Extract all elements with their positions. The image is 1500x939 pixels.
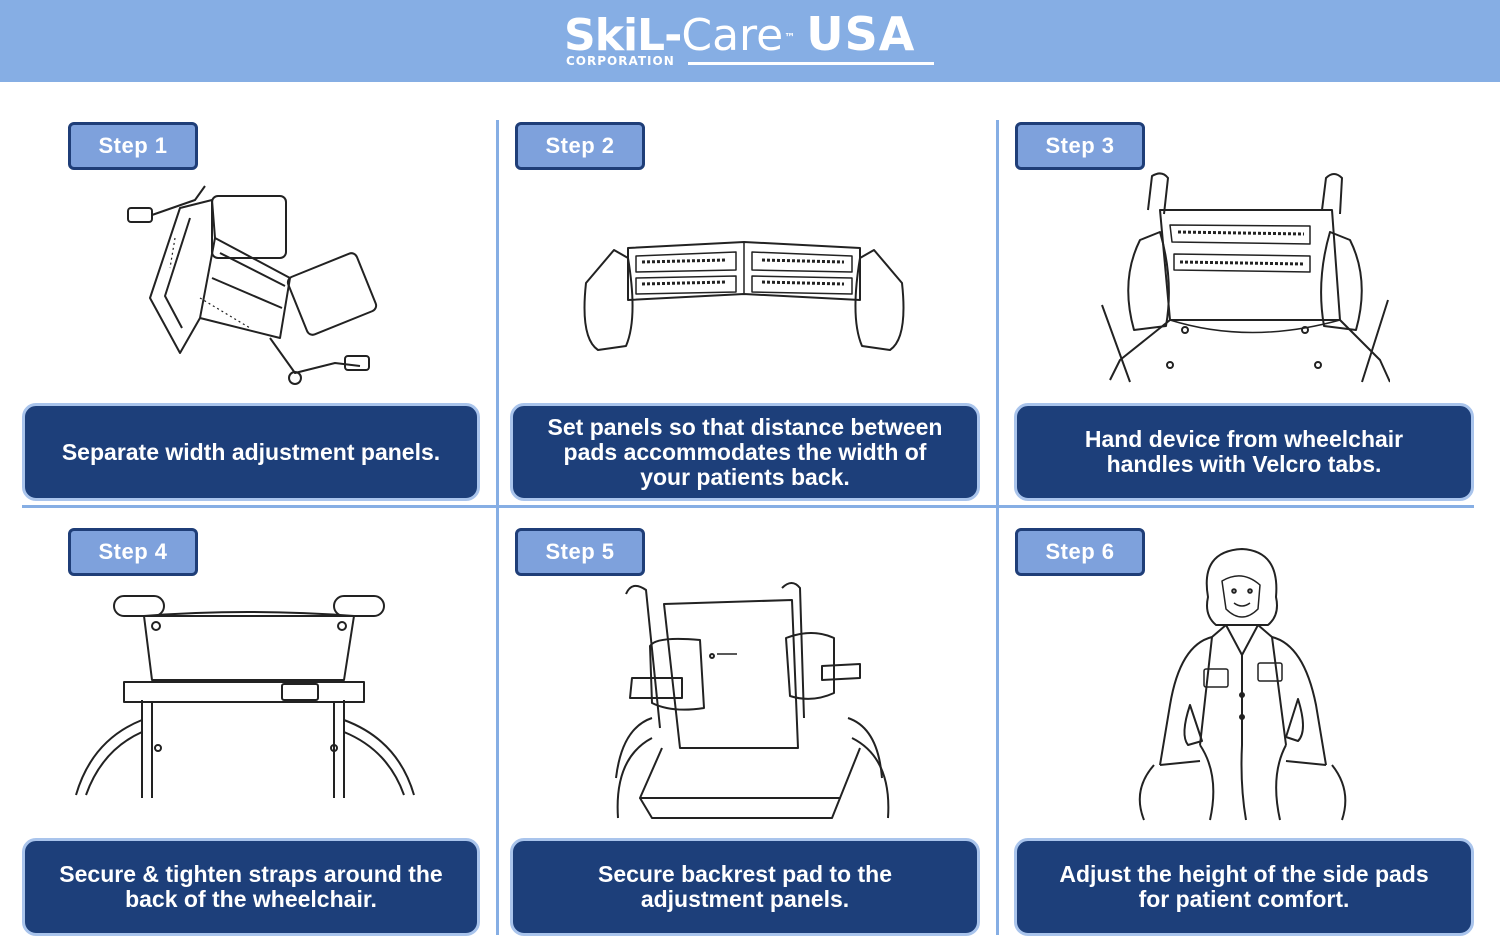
- strapped-wheelchair-back-illustration: [72, 590, 417, 800]
- step-2-tag: Step 2: [515, 122, 645, 170]
- brand-underline: [688, 62, 934, 65]
- row-divider: [22, 505, 1474, 508]
- brand-name-care: Care: [681, 10, 784, 61]
- seated-patient-illustration: [1130, 545, 1355, 825]
- brand-subtitle: CORPORATION: [566, 54, 675, 68]
- brand-name: SkiL-Care™ USA: [564, 8, 915, 62]
- column-divider-left: [496, 120, 499, 935]
- brand-name-usa: USA: [806, 7, 916, 61]
- panels-with-side-pads-illustration: [576, 238, 912, 353]
- step-1-tag: Step 1: [68, 122, 198, 170]
- wheelchair-with-backrest-illustration: [612, 578, 892, 823]
- brand-header: SkiL-Care™ USA CORPORATION: [0, 0, 1500, 82]
- device-on-handles-illustration: [1100, 170, 1390, 385]
- step-5-caption: Secure backrest pad to the adjustment pa…: [510, 838, 980, 936]
- step-4-caption: Secure & tighten straps around the back …: [22, 838, 480, 936]
- column-divider-right: [996, 120, 999, 935]
- step-3-caption: Hand device from wheelchair handles with…: [1014, 403, 1474, 501]
- unfolded-panels-illustration: [120, 178, 380, 393]
- brand-logo: SkiL-Care™ USA CORPORATION: [560, 6, 940, 72]
- step-6-caption: Adjust the height of the side pads for p…: [1014, 838, 1474, 936]
- step-6-tag: Step 6: [1015, 528, 1145, 576]
- step-5-tag: Step 5: [515, 528, 645, 576]
- brand-name-skil: SkiL-: [564, 10, 682, 61]
- step-1-caption: Separate width adjustment panels.: [22, 403, 480, 501]
- trademark-symbol: ™: [784, 31, 795, 44]
- step-2-caption: Set panels so that distance between pads…: [510, 403, 980, 501]
- step-4-tag: Step 4: [68, 528, 198, 576]
- step-3-tag: Step 3: [1015, 122, 1145, 170]
